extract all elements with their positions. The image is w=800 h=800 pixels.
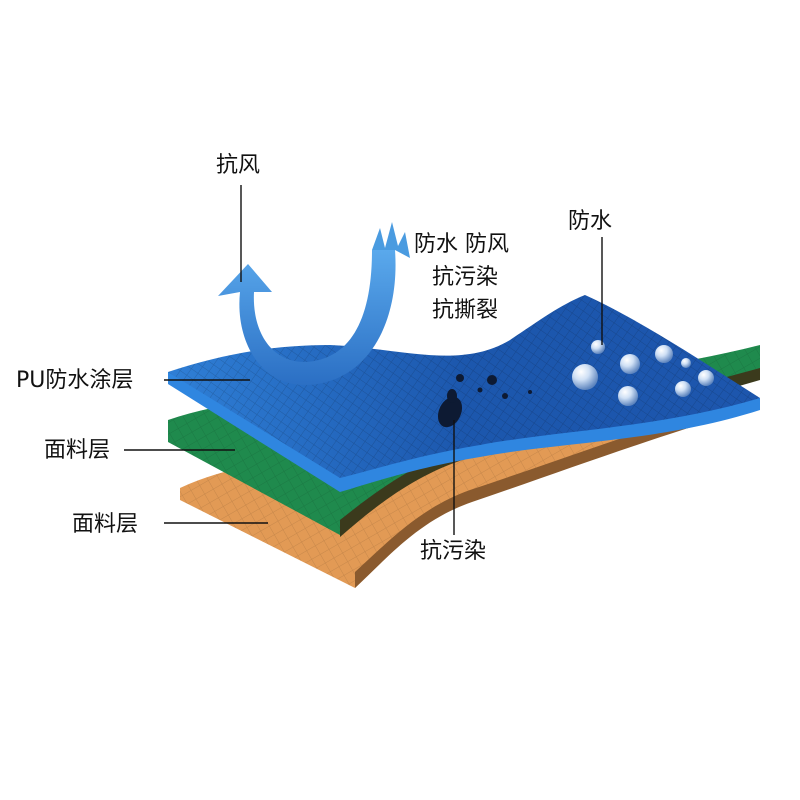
label-anti-stain: 抗污染 (432, 265, 499, 290)
droplet (620, 354, 640, 374)
label-waterproof: 防水 (568, 209, 613, 234)
label-pu-coating: PU防水涂层 (16, 368, 134, 393)
droplet (572, 364, 598, 390)
label-stain-resistant: 抗污染 (420, 539, 487, 564)
label-feature-block: 防水 防风 抗污染 抗撕裂 (414, 228, 509, 327)
droplet (618, 386, 638, 406)
wind-arrow (218, 222, 410, 386)
label-fabric-bottom: 面料层 (72, 512, 139, 537)
droplet (681, 358, 691, 368)
pu-coating-layer (168, 295, 760, 492)
droplet (591, 340, 605, 354)
droplet (675, 381, 691, 397)
label-waterproof-windproof: 防水 防风 (414, 232, 509, 257)
stain-spots (437, 374, 532, 428)
water-droplets (572, 340, 714, 406)
label-fabric-middle: 面料层 (44, 438, 111, 463)
droplet (698, 370, 714, 386)
label-wind-resistant: 抗风 (216, 153, 261, 178)
leader-lines (124, 185, 603, 535)
droplet (655, 345, 673, 363)
label-tear-resistant: 抗撕裂 (432, 298, 499, 323)
